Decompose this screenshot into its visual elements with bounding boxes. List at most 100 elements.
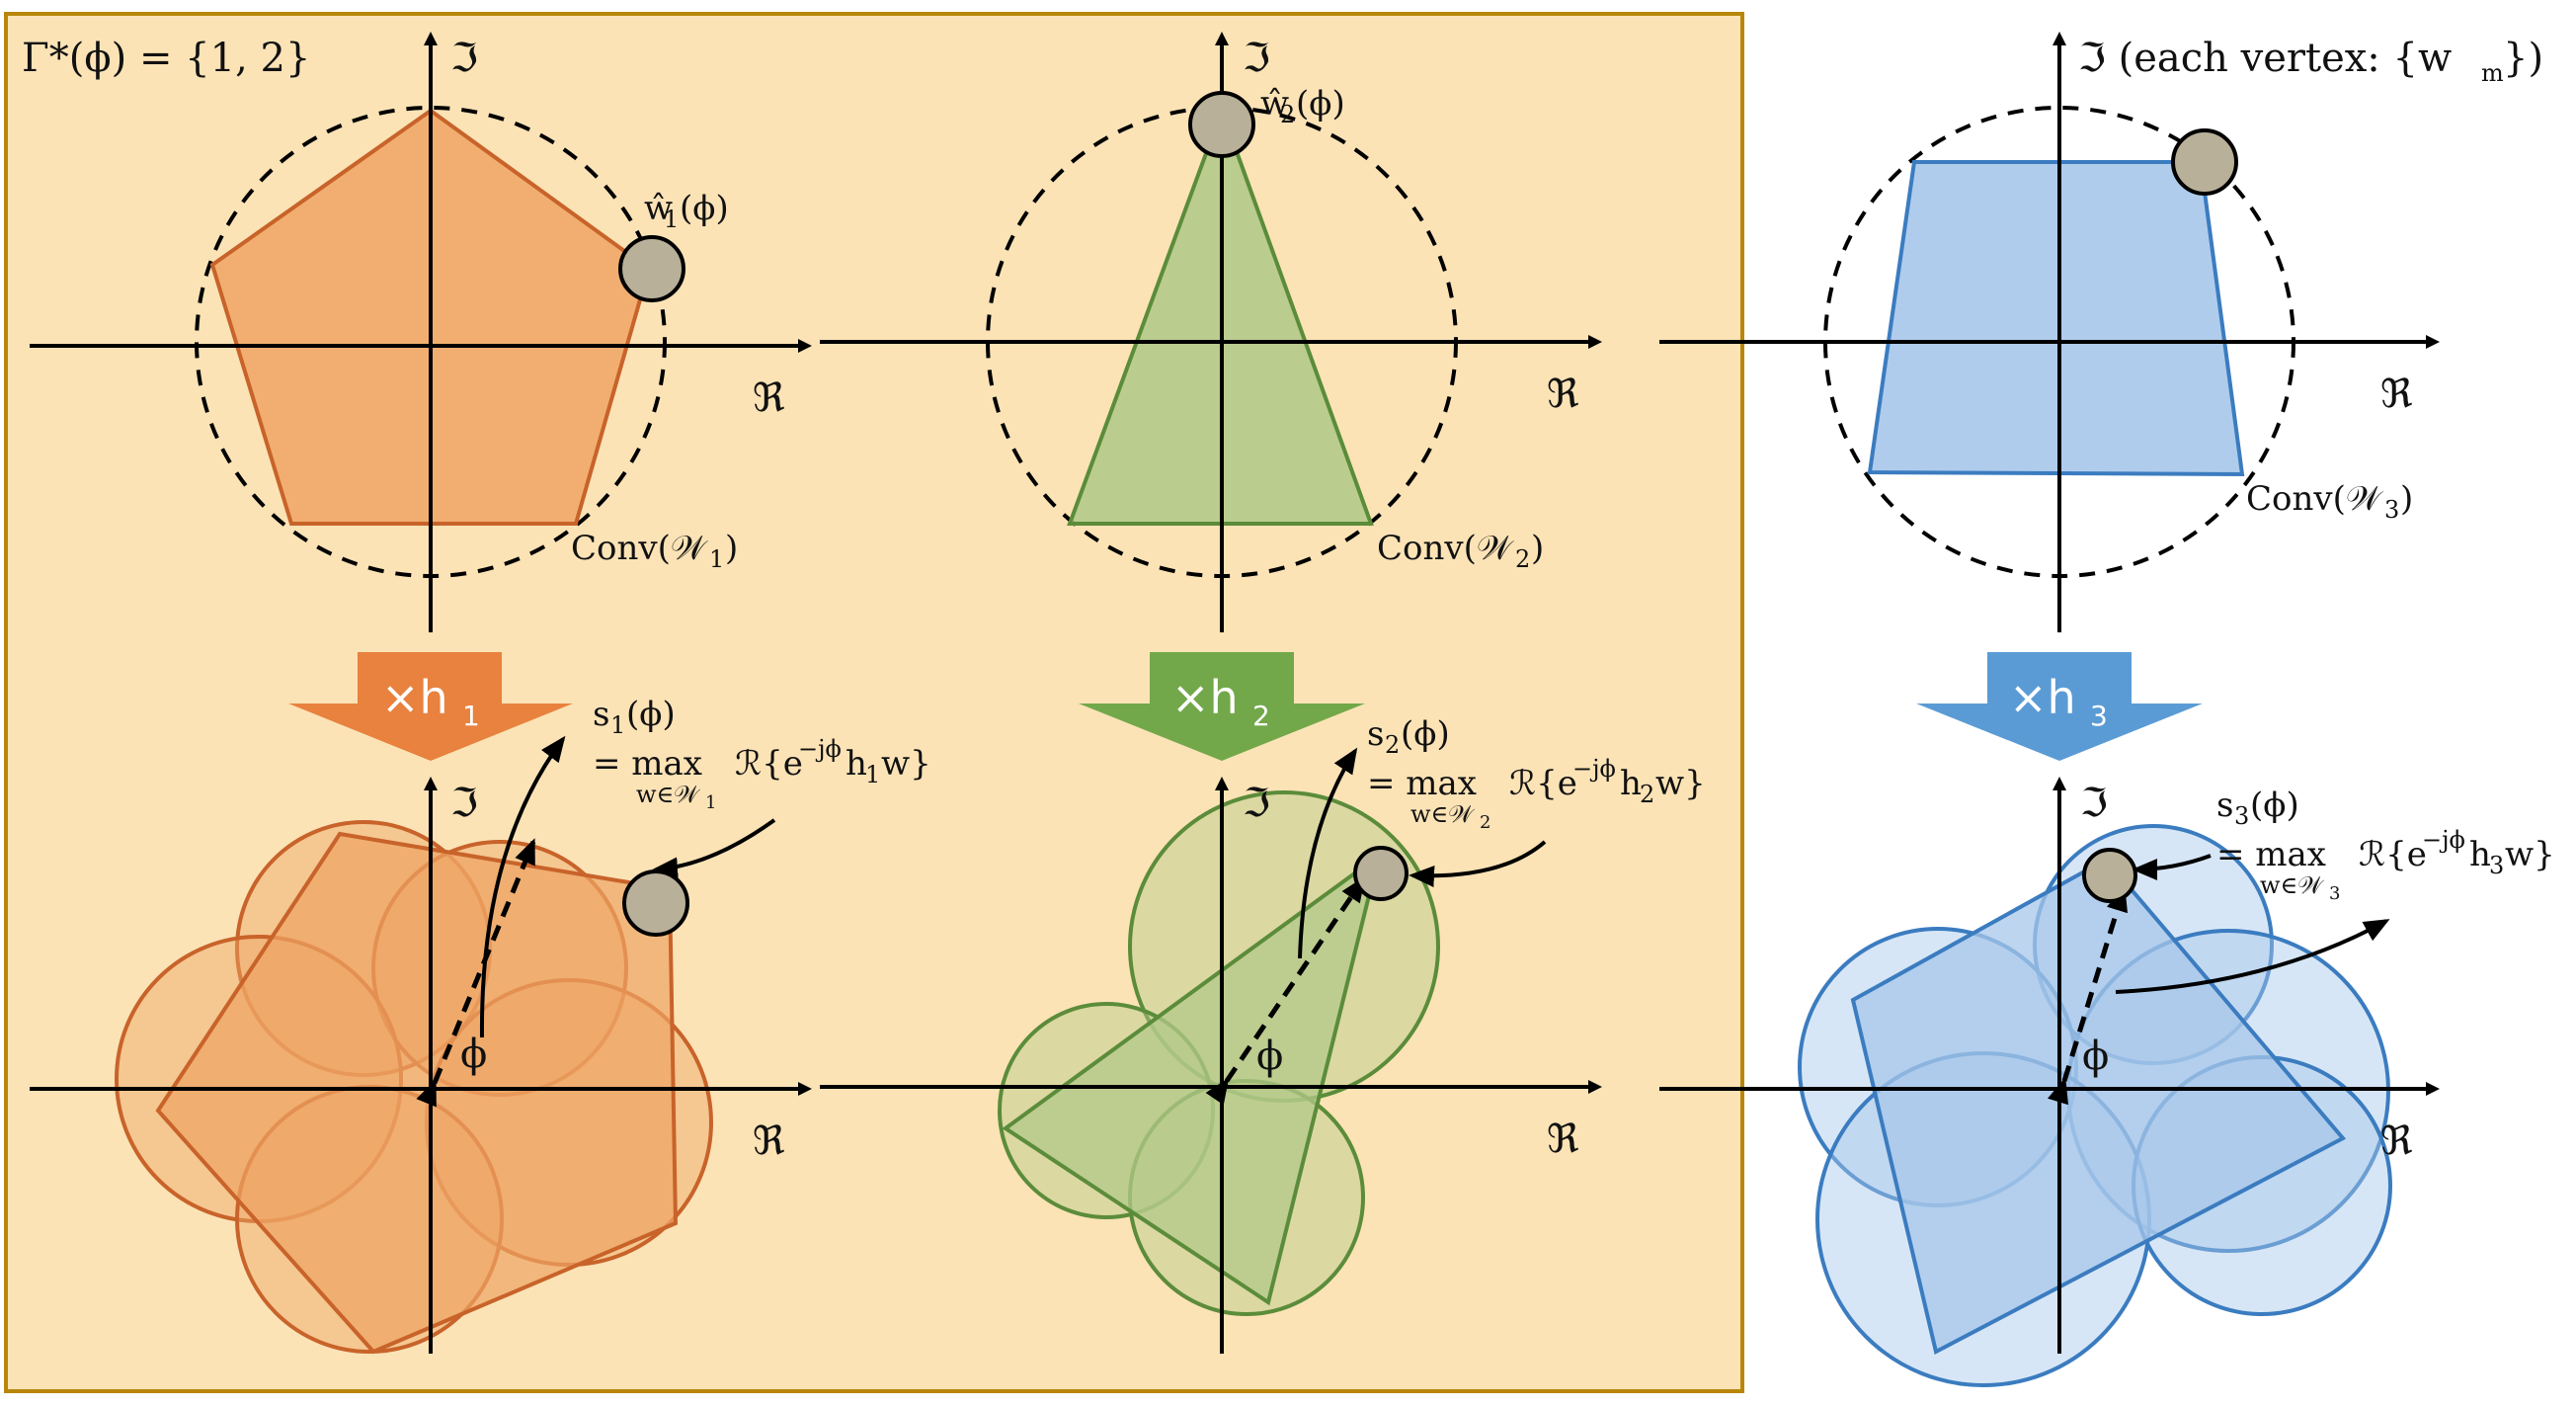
w-hat-2-marker	[1188, 91, 1255, 158]
svg-text:(ϕ): (ϕ)	[680, 189, 729, 228]
s1-marker	[622, 869, 689, 937]
svg-text:×h: ×h	[2009, 671, 2076, 724]
real-label-1-top: ℜ	[753, 375, 785, 421]
svg-text:3: 3	[2329, 883, 2340, 904]
svg-text:= max: = max	[1367, 764, 1477, 803]
svg-text:Conv(𝒲: Conv(𝒲	[2246, 479, 2384, 519]
svg-text:w∈𝒲: w∈𝒲	[2260, 871, 2324, 899]
s3-marker-pointer	[2132, 854, 2212, 880]
svg-text:2: 2	[1280, 101, 1295, 128]
w-hat-2-label: ŵ 2 (ϕ)	[1260, 84, 1345, 128]
real-label-2-top: ℜ	[1547, 372, 1579, 417]
svg-text:h: h	[845, 744, 867, 784]
s2-marker-pointer	[1409, 840, 1547, 887]
svg-text:3: 3	[2090, 700, 2108, 732]
svg-text:): )	[2400, 479, 2413, 519]
svg-text:3: 3	[2489, 852, 2504, 879]
s2-formula: s 2 (ϕ) = max w∈𝒲 2 ℛ{e −jϕ h 2 w}	[1367, 714, 1706, 833]
svg-text:2: 2	[1385, 731, 1400, 759]
svg-text:= max: = max	[593, 744, 702, 784]
svg-text:2: 2	[1515, 545, 1530, 573]
svg-text:h: h	[2469, 835, 2491, 874]
real-label-1-bottom: ℜ	[753, 1118, 785, 1164]
phi-dashed-3	[2047, 885, 2129, 1106]
s2-pointer-curve	[1298, 747, 1358, 959]
svg-text:−jϕ: −jϕ	[798, 735, 842, 763]
svg-text:w∈𝒲: w∈𝒲	[1410, 800, 1475, 828]
imag-label-2-bottom: ℑ	[1243, 781, 1270, 826]
svg-text:w}: w}	[2505, 835, 2555, 874]
multiply-arrow-h3: ×h 3	[1916, 652, 2203, 761]
svg-text:= max: = max	[2216, 835, 2326, 874]
svg-text:s: s	[1367, 714, 1384, 754]
svg-text:}): })	[2503, 36, 2543, 81]
svg-text:(ϕ): (ϕ)	[2250, 786, 2299, 825]
svg-text:ℛ{e: ℛ{e	[2359, 835, 2427, 874]
svg-text:1: 1	[709, 545, 724, 573]
w-hat-1-label: ŵ 1 (ϕ)	[644, 189, 729, 233]
svg-text:s: s	[593, 695, 609, 734]
svg-text:2: 2	[1252, 700, 1270, 732]
svg-text:w∈𝒲: w∈𝒲	[636, 781, 700, 808]
s3-marker	[2082, 848, 2137, 903]
w-hat-3-marker	[2171, 128, 2238, 196]
svg-text:w}: w}	[1655, 764, 1706, 803]
svg-text:h: h	[1620, 764, 1642, 803]
svg-text:2: 2	[1640, 781, 1654, 808]
svg-text:3: 3	[2384, 496, 2399, 524]
top-plot-2: ℑ ℜ ŵ 2 (ϕ) Conv(𝒲 2 )	[820, 32, 1602, 632]
imag-label-2-top: ℑ	[1243, 36, 1270, 81]
svg-text:2: 2	[1480, 812, 1490, 833]
svg-text:1: 1	[865, 761, 880, 788]
svg-text:(ϕ): (ϕ)	[626, 695, 676, 734]
imag-label-3-top: ℑ (each vertex: {w m })	[2078, 36, 2543, 87]
svg-text:(ϕ): (ϕ)	[1296, 84, 1345, 124]
svg-text:s: s	[2216, 786, 2233, 825]
gamma-label: Γ*(ϕ) = {1, 2}	[22, 36, 310, 81]
bottom-plot-3: ℑ ℜ ϕ s 3 (ϕ) = max w∈𝒲 3 ℛ{e −jϕ h 3 w}	[1659, 777, 2555, 1387]
real-label-3-top: ℜ	[2380, 372, 2413, 417]
svg-text:3: 3	[2234, 802, 2249, 830]
svg-text:ℛ{e: ℛ{e	[735, 744, 803, 784]
top-plot-3: ℑ (each vertex: {w m }) ℜ Conv(𝒲 3 )	[1659, 32, 2543, 632]
imag-label-1-bottom: ℑ	[450, 781, 478, 826]
multiply-arrow-h2: ×h 2	[1079, 652, 1365, 761]
s2-marker	[1353, 846, 1409, 901]
conv-w2-label: Conv(𝒲 2 )	[1377, 529, 1544, 573]
real-label-2-bottom: ℜ	[1547, 1117, 1579, 1162]
svg-text:ℑ (each vertex: {w: ℑ (each vertex: {w	[2078, 36, 2452, 81]
svg-text:m: m	[2481, 59, 2504, 87]
svg-text:ŵ: ŵ	[644, 189, 673, 228]
top-plot-1: ℑ ℜ ŵ 1 (ϕ) Conv(𝒲 1 )	[30, 32, 812, 632]
conv-w3-label: Conv(𝒲 3 )	[2246, 479, 2413, 524]
bottom-plot-2: ℑ ℜ ϕ s 2 (ϕ) = max w∈𝒲 2 ℛ{e −jϕ h 2 w}	[820, 714, 1706, 1354]
svg-text:w}: w}	[881, 744, 931, 784]
s3-pointer-curve	[2115, 919, 2390, 994]
s1-pointer-curve	[479, 735, 566, 1038]
bottom-plot-1: ℑ ℜ ϕ s 1 (ϕ) = max w∈𝒲 1 ℛ{e −jϕ h 1 w}	[30, 695, 931, 1355]
s1-formula: s 1 (ϕ) = max w∈𝒲 1 ℛ{e −jϕ h 1 w}	[593, 695, 931, 813]
svg-text:Conv(𝒲: Conv(𝒲	[571, 529, 709, 568]
svg-text:×h: ×h	[1171, 671, 1239, 724]
svg-text:×h: ×h	[381, 671, 448, 724]
s3-formula: s 3 (ϕ) = max w∈𝒲 3 ℛ{e −jϕ h 3 w}	[2216, 786, 2555, 904]
phi-label-3: ϕ	[2082, 1034, 2109, 1079]
w-hat-1-marker	[618, 235, 685, 302]
svg-text:1: 1	[664, 206, 679, 233]
svg-text:1: 1	[705, 792, 716, 813]
svg-text:Conv(𝒲: Conv(𝒲	[1377, 529, 1515, 568]
svg-text:1: 1	[462, 700, 480, 732]
imag-label-1-top: ℑ	[450, 36, 478, 81]
multiply-arrow-h1: ×h 1	[288, 652, 573, 761]
conv-w1-label: Conv(𝒲 1 )	[571, 529, 738, 573]
imag-label-3-bottom: ℑ	[2080, 781, 2108, 826]
phi-label-2: ϕ	[1256, 1034, 1283, 1079]
s1-marker-pointer	[652, 818, 776, 879]
rotated-quad-3	[1850, 857, 2347, 1355]
svg-text:1: 1	[610, 711, 625, 739]
svg-text:): )	[725, 529, 738, 568]
phi-label-1: ϕ	[460, 1032, 487, 1077]
quad-conv-w3	[1867, 160, 2245, 477]
svg-text:−jϕ: −jϕ	[1572, 755, 1616, 783]
